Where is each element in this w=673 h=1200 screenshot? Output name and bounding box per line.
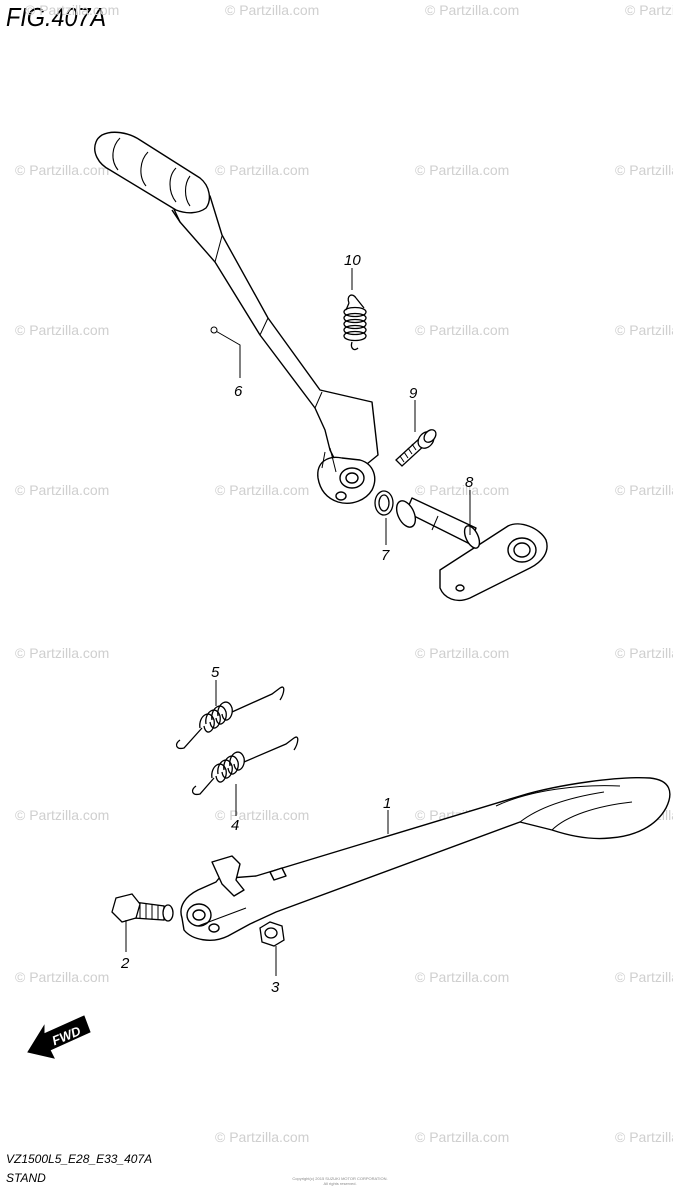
bolt-part-9	[395, 429, 437, 467]
callout-label-5: 5	[211, 664, 220, 681]
watermark: © Partzilla.com	[215, 1129, 309, 1145]
watermark: © Partzilla.com	[415, 969, 509, 985]
side-stand-part-1	[180, 777, 671, 941]
watermark: © Partzilla.com	[225, 2, 319, 18]
watermark: © Partzilla.com	[615, 969, 673, 985]
watermark: © Partzilla.com	[625, 2, 673, 18]
watermark: © Partzilla.com	[415, 1129, 509, 1145]
watermark: © Partzilla.com	[15, 807, 109, 823]
fwd-label: FWD	[50, 1023, 84, 1048]
watermark: © Partzilla.com	[15, 482, 109, 498]
fwd-arrow: FWD	[27, 1015, 91, 1059]
watermark: © Partzilla.com	[215, 807, 309, 823]
callout-label-4: 4	[231, 817, 239, 834]
watermark: © Partzilla.com	[215, 162, 309, 178]
watermark: © Partzilla.com	[615, 482, 673, 498]
callout-label-9: 9	[409, 385, 418, 402]
leader-lines	[125, 268, 471, 976]
figure-title: FIG.407A	[6, 2, 107, 32]
watermark: © Partzilla.com	[215, 482, 309, 498]
watermark: © Partzilla.com	[615, 645, 673, 661]
watermark: © Partzilla.com	[415, 645, 509, 661]
callout-label-7: 7	[381, 547, 390, 564]
callout-label-1: 1	[383, 795, 391, 812]
callout-label-3: 3	[271, 979, 280, 996]
watermark: © Partzilla.com	[15, 162, 109, 178]
callout-label-8: 8	[465, 474, 474, 491]
watermark-layer: © Partzilla.com © Partzilla.com © Partzi…	[15, 2, 673, 1145]
watermark: © Partzilla.com	[425, 2, 519, 18]
leader-dot-6	[210, 326, 218, 334]
watermark: © Partzilla.com	[415, 322, 509, 338]
watermark: © Partzilla.com	[615, 162, 673, 178]
spring-part-4	[191, 736, 299, 796]
stand-bolt-part-2	[111, 893, 174, 923]
section-name: STAND	[6, 1171, 46, 1185]
copyright-notice: Copyright(c) 2015 SUZUKI MOTOR CORPORATI…	[292, 1176, 388, 1186]
spring-part-10	[343, 294, 367, 351]
leader-line-6	[213, 329, 241, 378]
washer-part-7	[374, 490, 394, 516]
watermark: © Partzilla.com	[415, 482, 509, 498]
watermark: © Partzilla.com	[15, 645, 109, 661]
nut-part-3	[259, 921, 285, 947]
spring-part-5	[175, 686, 285, 750]
model-code: VZ1500L5_E28_E33_407A	[6, 1152, 153, 1166]
watermark: © Partzilla.com	[15, 969, 109, 985]
callout-label-6: 6	[234, 383, 243, 400]
gearshift-lever-part	[94, 131, 379, 504]
watermark: © Partzilla.com	[615, 322, 673, 338]
watermark: © Partzilla.com	[15, 322, 109, 338]
callout-label-2: 2	[120, 955, 130, 972]
watermark: © Partzilla.com	[615, 1129, 673, 1145]
lever-shaft-part-8	[395, 497, 548, 602]
callout-label-10: 10	[344, 252, 361, 269]
watermark: © Partzilla.com	[25, 2, 119, 18]
watermark: © Partzilla.com	[415, 162, 509, 178]
